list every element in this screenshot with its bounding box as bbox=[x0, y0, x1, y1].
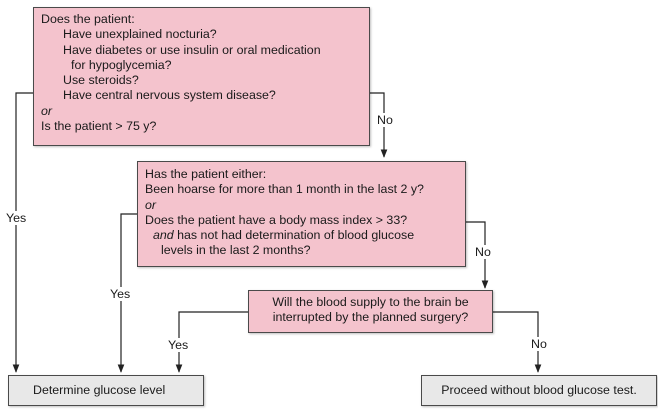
no2-connector bbox=[466, 221, 489, 289]
determine-glucose-box: Determine glucose level bbox=[8, 375, 204, 406]
q2-cont: levels in the last 2 months? bbox=[161, 243, 311, 258]
proceed-without-test-label: Proceed without blood glucose test. bbox=[441, 383, 637, 397]
determine-glucose-label: Determine glucose level bbox=[33, 383, 166, 397]
no-label-q3: No bbox=[530, 337, 548, 351]
yes2-connector bbox=[117, 213, 137, 373]
yes3-connector bbox=[175, 311, 248, 373]
q1-item-cns: Have central nervous system disease? bbox=[63, 88, 276, 103]
q1-item-diabetes: Have diabetes or use insulin or oral med… bbox=[63, 42, 321, 57]
q3-line2: interrupted by the planned surgery? bbox=[272, 310, 469, 325]
yes-label-q1: Yes bbox=[5, 211, 28, 225]
q2-bmi: Does the patient have a body mass index … bbox=[145, 212, 408, 227]
q2-and-rest: has not had determination of blood gluco… bbox=[173, 228, 415, 243]
question-2-box: Has the patient either: Been hoarse for … bbox=[137, 161, 466, 267]
q1-age: Is the patient > 75 y? bbox=[41, 119, 157, 134]
q1-or: or bbox=[41, 103, 53, 118]
q1-intro: Does the patient: bbox=[41, 12, 135, 26]
q2-hoarse: Been hoarse for more than 1 month in the… bbox=[145, 182, 424, 197]
q1-item-nocturia: Have unexplained nocturia? bbox=[63, 27, 217, 42]
no-label-q1: No bbox=[376, 113, 394, 127]
yes1-connector bbox=[12, 92, 33, 373]
q3-line1: Will the blood supply to the brain be bbox=[272, 295, 469, 309]
no1-connector bbox=[370, 92, 388, 158]
no-label-q2: No bbox=[474, 245, 492, 259]
q2-and-word: and bbox=[153, 228, 174, 243]
q2-or: or bbox=[145, 197, 157, 212]
q2-intro: Has the patient either: bbox=[145, 167, 267, 181]
question-3-box: Will the blood supply to the brain be in… bbox=[248, 290, 493, 333]
q1-item-diabetes-cont: for hypoglycemia? bbox=[71, 57, 172, 72]
question-1-box: Does the patient: Have unexplained noctu… bbox=[33, 7, 370, 146]
q2-and-line: and has not had determination of blood g… bbox=[145, 228, 465, 243]
proceed-without-test-box: Proceed without blood glucose test. bbox=[421, 375, 657, 406]
yes-label-q3: Yes bbox=[167, 338, 190, 352]
q1-item-steroids: Use steroids? bbox=[63, 73, 139, 88]
yes-label-q2: Yes bbox=[109, 287, 132, 301]
no3-connector bbox=[493, 311, 542, 373]
